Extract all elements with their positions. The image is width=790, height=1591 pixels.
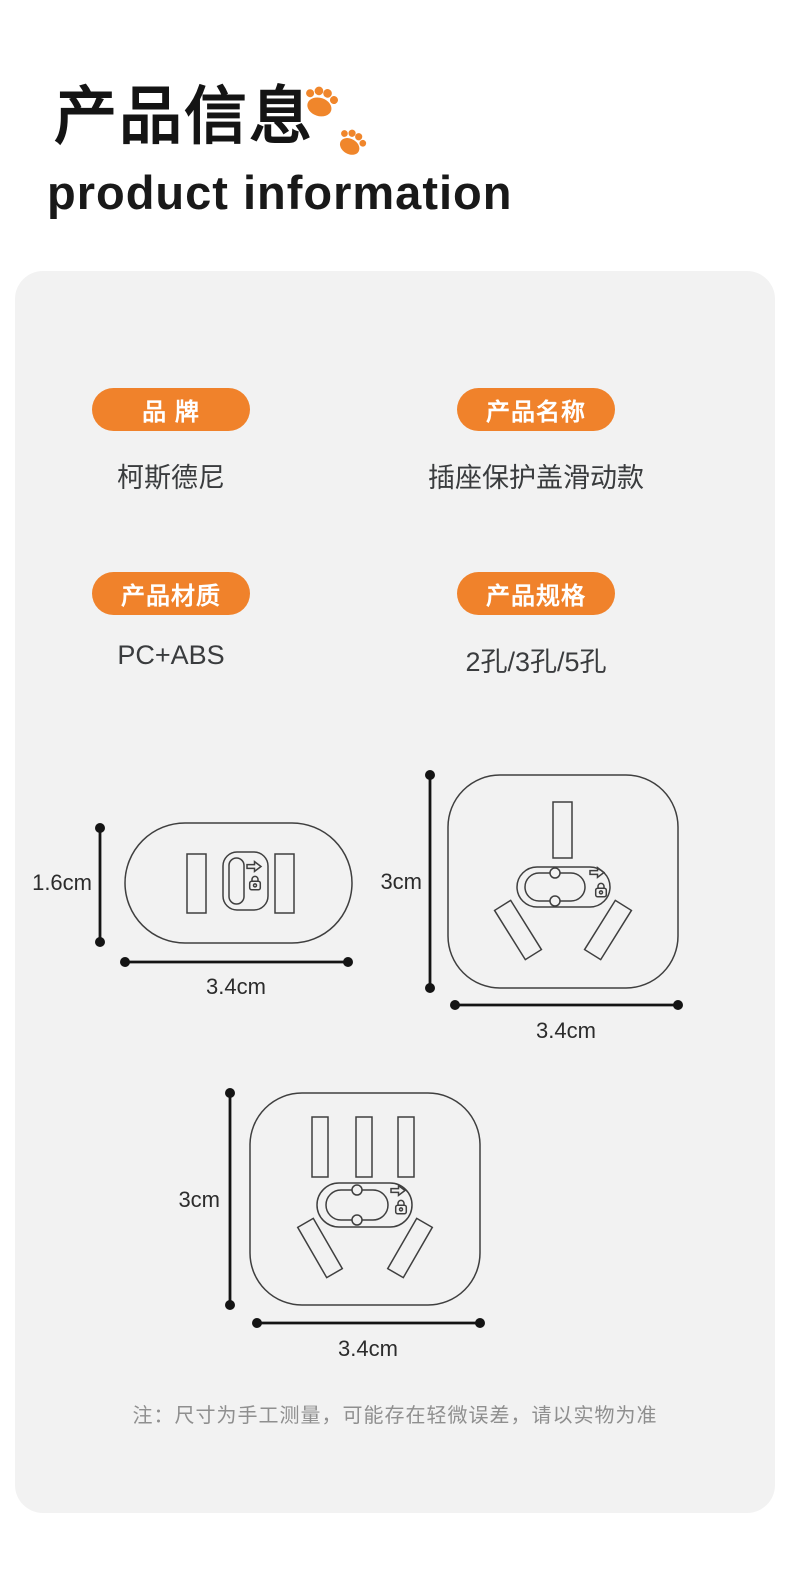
slider-notch	[351, 1184, 363, 1196]
slider-notch	[549, 867, 561, 879]
arrow-right-icon	[589, 866, 606, 879]
slider-notch	[351, 1214, 363, 1226]
height-dimension-label: 3cm	[178, 1187, 220, 1212]
lock-icon	[394, 1199, 408, 1215]
spec-value-specification: 2孔/3孔/5孔	[465, 647, 607, 677]
spec-value-brand: 柯斯德尼	[117, 463, 225, 493]
spec-item-product-name: 产品名称 插座保护盖滑动款	[386, 388, 686, 495]
height-dimension-label: 1.6cm	[32, 870, 92, 895]
width-dimension-label: 3.4cm	[536, 1018, 596, 1043]
lock-icon	[594, 882, 608, 898]
width-dimension-label: 3.4cm	[206, 974, 266, 999]
cover-outline	[447, 774, 679, 989]
socket-slot	[552, 801, 573, 859]
socket-slot-angled	[583, 899, 633, 961]
slider-housing	[516, 866, 611, 908]
spec-badge-material: 产品材质	[92, 572, 250, 615]
slider-housing	[222, 851, 269, 911]
socket-slot	[311, 1116, 329, 1178]
spec-badge-brand: 品 牌	[92, 388, 250, 431]
spec-value-product-name: 插座保护盖滑动款	[428, 463, 644, 493]
slider-notch	[549, 895, 561, 907]
slider-housing	[316, 1182, 413, 1228]
spec-badge-specification: 产品规格	[457, 572, 615, 615]
measurement-note: 注：尺寸为手工测量，可能存在轻微误差，请以实物为准	[132, 1405, 658, 1427]
spec-item-specification: 产品规格 2孔/3孔/5孔	[386, 572, 686, 679]
width-dimension-label: 3.4cm	[338, 1336, 398, 1361]
page-subtitle: product information	[47, 166, 513, 219]
product-info-card: 品 牌 柯斯德尼 产品名称 插座保护盖滑动款 产品材质 PC+ABS 产品规格 …	[15, 271, 775, 1513]
page-title: 产品信息	[54, 82, 314, 152]
cover-outline	[124, 822, 353, 944]
diagram-five-hole-cover: 3cm 3.4cm	[178, 1088, 485, 1361]
socket-slot-angled	[386, 1217, 434, 1279]
slider-knob	[228, 857, 245, 905]
cover-outline	[249, 1092, 481, 1306]
socket-slot-angled	[296, 1217, 344, 1279]
socket-slot	[397, 1116, 415, 1178]
paw-icon	[306, 86, 338, 117]
socket-slot	[355, 1116, 373, 1178]
socket-slot	[186, 853, 207, 914]
lock-icon	[248, 875, 262, 891]
height-dimension-label: 3cm	[380, 869, 422, 894]
paw-icon	[339, 129, 367, 155]
spec-value-material: PC+ABS	[117, 640, 225, 670]
diagram-three-hole-cover: 3cm 3.4cm	[380, 770, 683, 1043]
spec-item-brand: 品 牌 柯斯德尼	[21, 388, 321, 495]
spec-badge-product-name: 产品名称	[457, 388, 615, 431]
diagram-two-hole-cover: 1.6cm 3.4cm	[32, 822, 353, 999]
arrow-right-icon	[390, 1184, 407, 1197]
socket-slot	[274, 853, 295, 914]
spec-item-material: 产品材质 PC+ABS	[21, 572, 321, 671]
socket-slot-angled	[493, 899, 543, 961]
arrow-right-icon	[246, 860, 263, 873]
